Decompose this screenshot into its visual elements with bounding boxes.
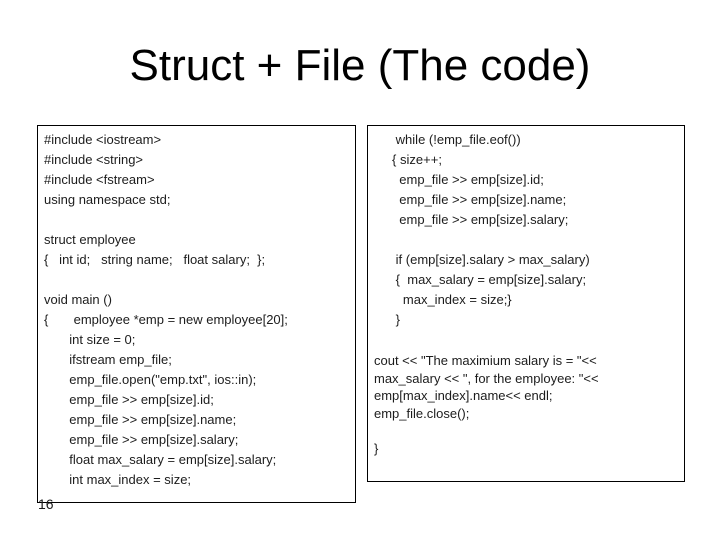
slide-title: Struct + File (The code) [129, 41, 591, 90]
right-code-box: while (!emp_file.eof()) { size++; emp_fi… [367, 125, 685, 482]
slide-page-number: 16 [38, 496, 54, 512]
left-code-text: #include <iostream> #include <string> #i… [44, 132, 288, 487]
left-code-box: #include <iostream> #include <string> #i… [37, 125, 356, 503]
right-code-output-block: cout << "The maximium salary is = "<< ma… [374, 353, 599, 456]
right-code-loop-block: while (!emp_file.eof()) { size++; emp_fi… [392, 132, 590, 327]
